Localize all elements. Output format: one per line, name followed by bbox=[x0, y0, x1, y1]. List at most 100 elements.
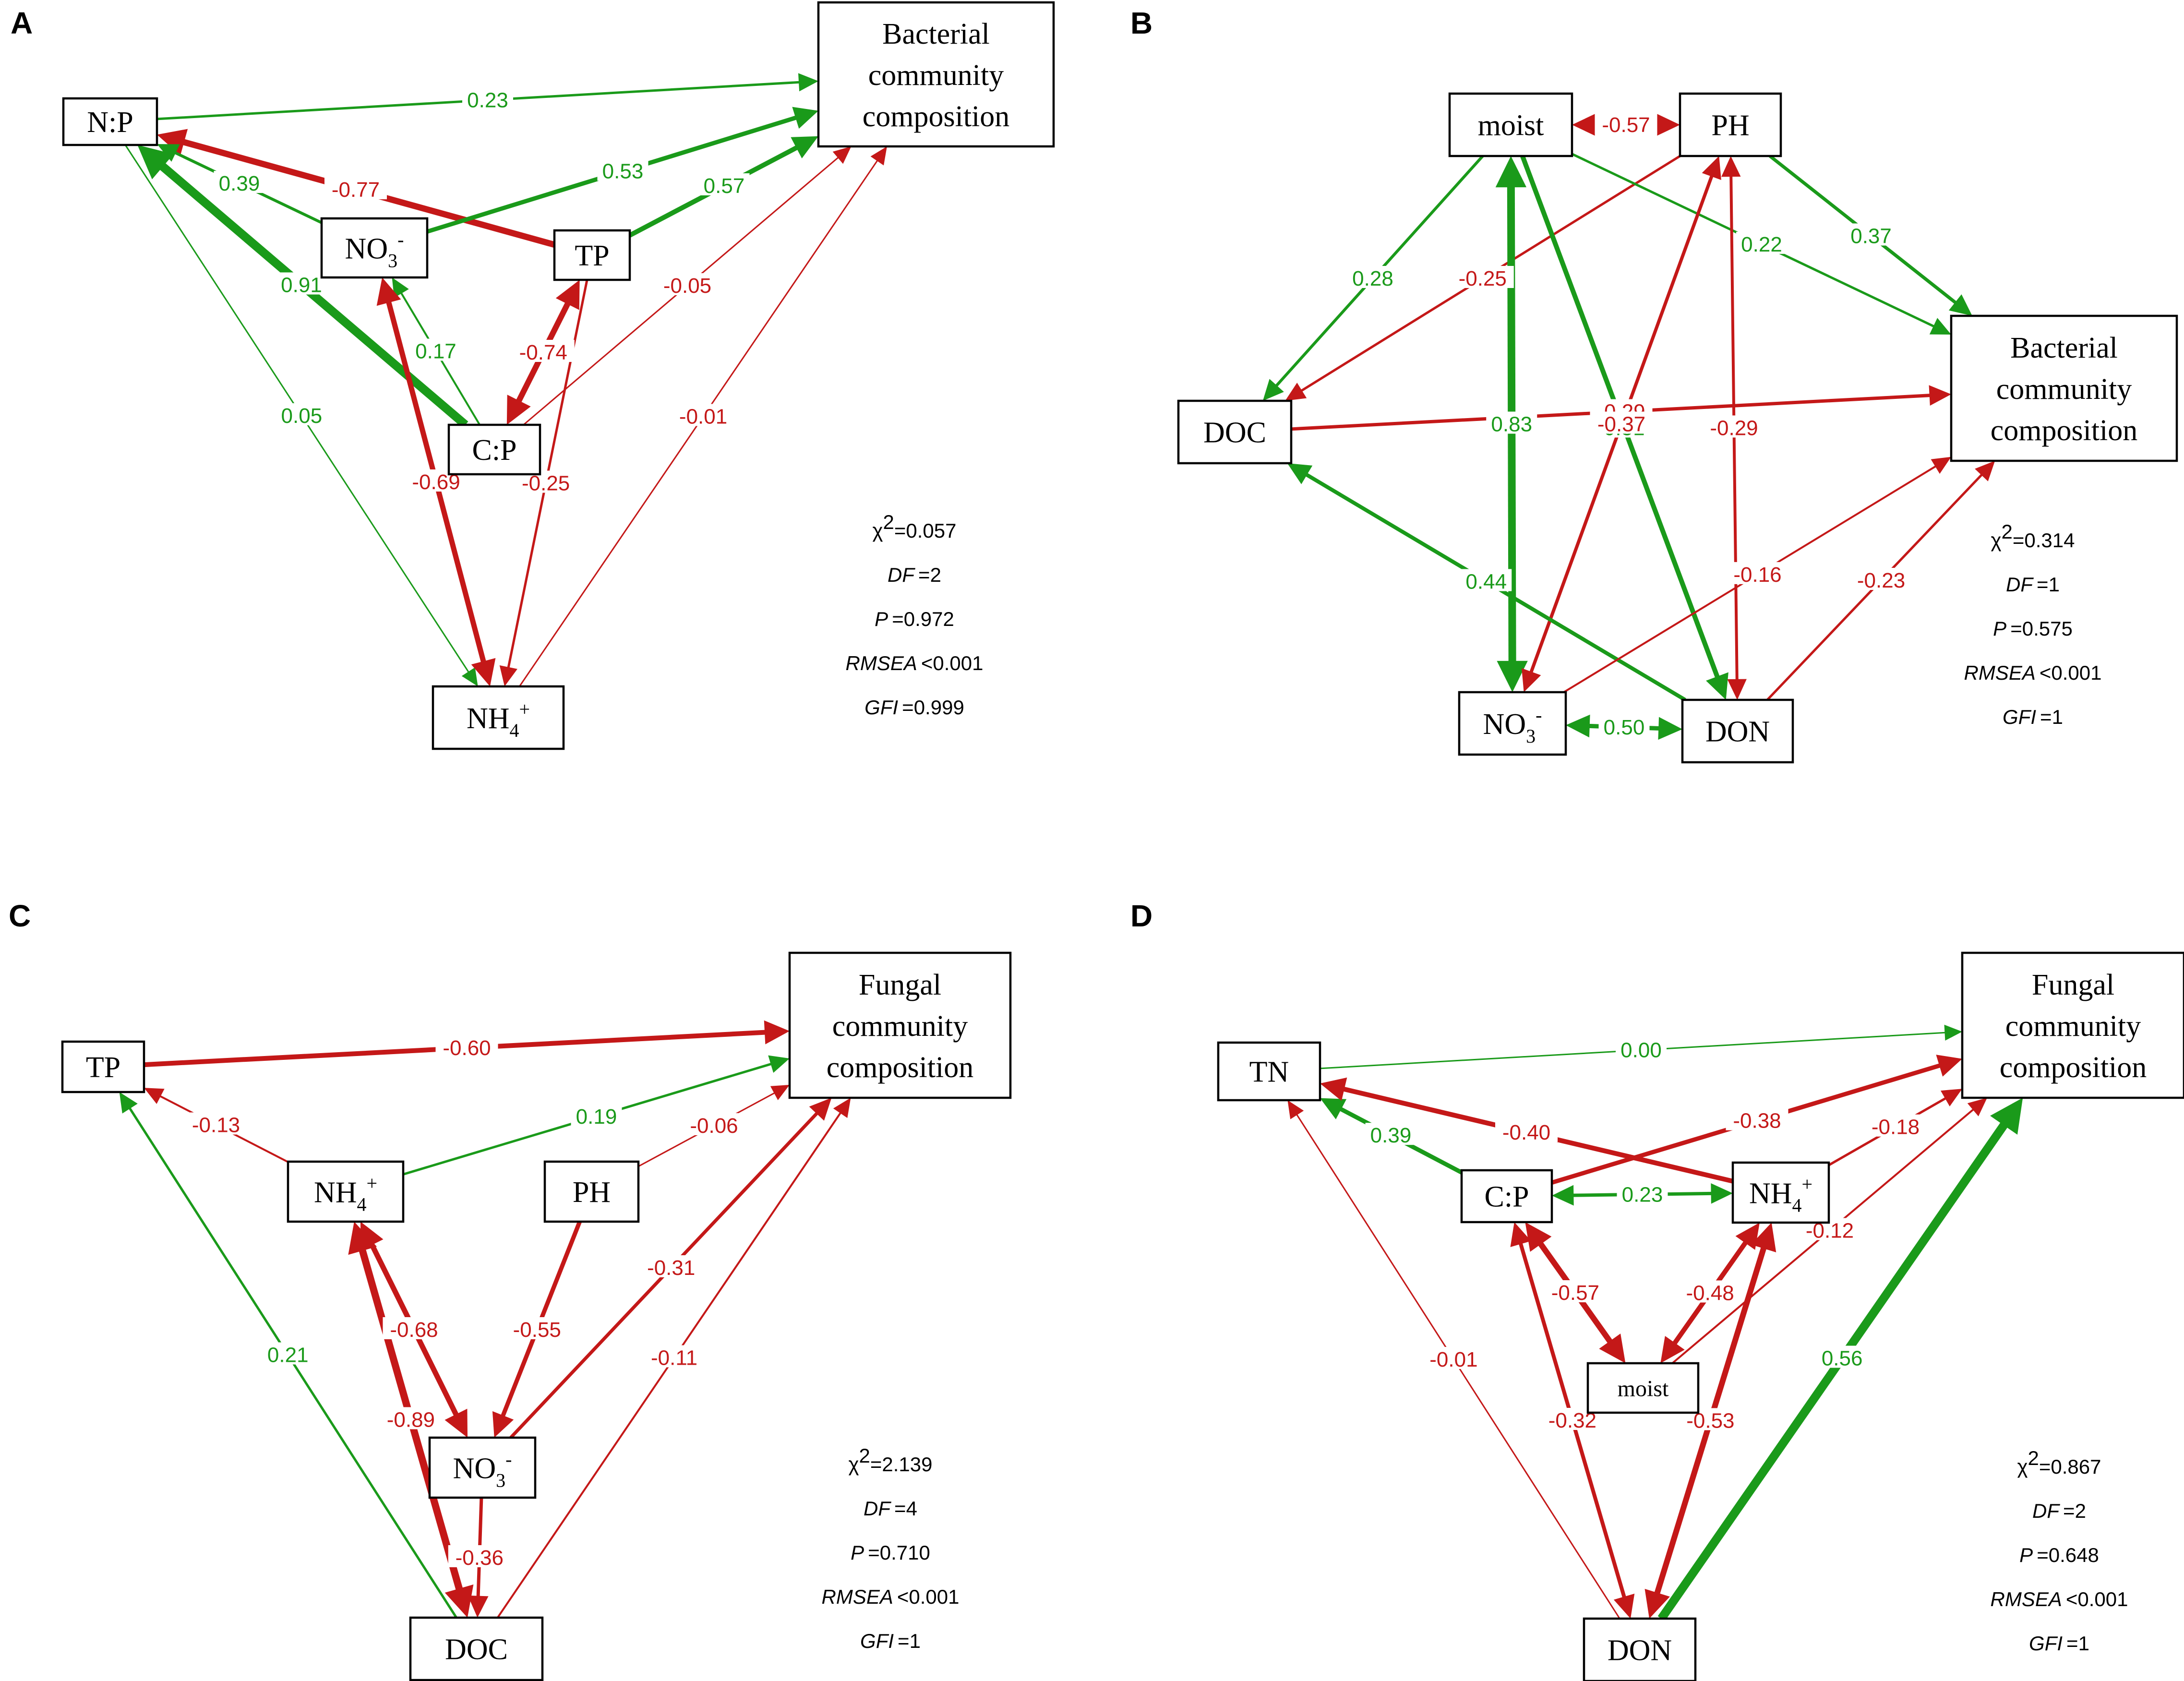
edge-label: 0.57 bbox=[704, 174, 745, 198]
edge-label: -0.23 bbox=[1857, 569, 1905, 592]
node-moist: moist bbox=[1586, 1362, 1700, 1414]
node-tp: TP bbox=[553, 229, 631, 281]
edge-label: -0.36 bbox=[456, 1546, 504, 1570]
arrowhead-icon bbox=[770, 1085, 790, 1101]
stat-rmsea: RMSEA<0.001 bbox=[822, 1585, 960, 1608]
arrowhead-icon bbox=[1566, 714, 1590, 738]
arrowhead-icon bbox=[1936, 1055, 1962, 1077]
node-box bbox=[543, 1160, 640, 1223]
arrowhead-icon bbox=[1929, 385, 1951, 406]
arrowhead-icon bbox=[471, 658, 496, 686]
node-label: DON bbox=[1608, 1634, 1672, 1667]
node-box bbox=[428, 1436, 537, 1499]
node-box bbox=[1458, 691, 1567, 756]
panel-letter-a: A bbox=[11, 6, 33, 40]
edge-label: 0.23 bbox=[1622, 1183, 1663, 1206]
node-box bbox=[817, 1, 1055, 148]
edges bbox=[1287, 1024, 2023, 1621]
arrowhead-icon bbox=[809, 1098, 832, 1121]
arrowhead-icon bbox=[1990, 1098, 2023, 1135]
arrowhead-icon bbox=[1525, 1222, 1552, 1252]
panel-letter-d: D bbox=[1130, 899, 1152, 933]
arrowhead-icon bbox=[376, 277, 401, 306]
arrowhead-icon bbox=[1657, 114, 1680, 136]
edge-label-bg bbox=[1816, 1345, 1868, 1368]
arrowhead-icon bbox=[1287, 463, 1313, 484]
node-label: TP bbox=[575, 240, 609, 272]
node-label: moist bbox=[1478, 109, 1544, 142]
edge-label-bg bbox=[185, 1112, 247, 1135]
edge-label-bg bbox=[1850, 568, 1913, 590]
edge-label: -0.16 bbox=[1733, 563, 1781, 587]
edge-label: 0.00 bbox=[1620, 1039, 1662, 1062]
arrowhead-icon bbox=[768, 1055, 790, 1073]
arrowhead-icon bbox=[1287, 1100, 1304, 1119]
node-label: NO3- bbox=[453, 1449, 512, 1491]
node-doc: DOC bbox=[1177, 399, 1293, 465]
edge-label-bg bbox=[640, 1255, 703, 1277]
node-nh4: NH4+ bbox=[432, 685, 565, 750]
node-ph: PH bbox=[543, 1160, 640, 1223]
edge-label: 0.44 bbox=[1465, 570, 1507, 594]
edge-label: 0.21 bbox=[267, 1344, 309, 1367]
node-box bbox=[1681, 698, 1794, 764]
arrowhead-icon bbox=[444, 1584, 474, 1618]
arrowhead-icon bbox=[137, 145, 174, 180]
edge-label-bg bbox=[1598, 714, 1650, 737]
node-label: NO3- bbox=[1483, 704, 1542, 747]
edge-label: -0.37 bbox=[1597, 413, 1645, 436]
arrowhead-icon bbox=[499, 665, 517, 686]
arrowhead-icon bbox=[1495, 156, 1527, 188]
edge-label-bg bbox=[1679, 1280, 1741, 1303]
edge-label: 0.91 bbox=[281, 274, 322, 297]
edge-label-bg bbox=[324, 177, 387, 200]
node-cp: C:P bbox=[447, 423, 541, 476]
edge-label-bg bbox=[1451, 266, 1514, 288]
edge-label-bg bbox=[1726, 1108, 1788, 1130]
edge-label: -0.05 bbox=[663, 274, 711, 298]
node-box bbox=[1950, 314, 2178, 462]
node-label: C:P bbox=[472, 434, 516, 467]
edge-label-bg bbox=[597, 158, 648, 181]
arrowhead-icon bbox=[144, 1088, 165, 1104]
node-nh4: NH4+ bbox=[287, 1160, 405, 1223]
node-don: DON bbox=[1681, 698, 1794, 764]
arrowhead-icon bbox=[791, 136, 818, 159]
node-don: DON bbox=[1583, 1617, 1697, 1681]
node-label-line: community bbox=[2005, 1010, 2141, 1043]
node-box bbox=[409, 1616, 544, 1681]
node-box bbox=[61, 1040, 145, 1093]
node-label: DOC bbox=[1203, 417, 1266, 449]
edge-label-bg bbox=[571, 1104, 622, 1126]
node-label-line: Fungal bbox=[859, 969, 941, 1001]
edge-label: 0.05 bbox=[281, 404, 323, 428]
edge-label: 0.19 bbox=[576, 1105, 617, 1129]
node-box bbox=[432, 685, 565, 750]
node-label-line: community bbox=[868, 59, 1004, 92]
arrowhead-icon bbox=[1599, 1333, 1626, 1363]
arrowhead-icon bbox=[1702, 156, 1721, 180]
node-box bbox=[1961, 951, 2184, 1099]
edge-label-bg bbox=[1846, 223, 1897, 246]
edge-label: -0.57 bbox=[1551, 1281, 1599, 1305]
edges bbox=[124, 73, 887, 687]
node-label: DON bbox=[1705, 716, 1770, 748]
stat-p: P=0.648 bbox=[2019, 1544, 2099, 1566]
panel-letter-c: C bbox=[9, 899, 31, 933]
edge-label: -0.25 bbox=[522, 472, 570, 495]
node-box bbox=[62, 97, 158, 146]
arrowhead-icon bbox=[492, 1411, 514, 1438]
arrowhead-icon bbox=[555, 280, 580, 310]
panel-a: A0.23-0.770.390.530.570.910.17-0.74-0.05… bbox=[11, 1, 1055, 750]
node-box bbox=[788, 951, 1012, 1099]
edge-label-bg bbox=[1736, 231, 1787, 254]
arrowhead-icon bbox=[1931, 456, 1951, 474]
edge-label: 0.23 bbox=[467, 88, 508, 112]
arrowhead-icon bbox=[1944, 1024, 1962, 1041]
edge-label-bg bbox=[505, 1317, 568, 1339]
node-box bbox=[1731, 1161, 1830, 1224]
node-doc: DOC bbox=[409, 1616, 544, 1681]
panel-d: D0.000.39-0.40-0.38-0.180.23-0.12-0.57-0… bbox=[1130, 899, 2184, 1681]
